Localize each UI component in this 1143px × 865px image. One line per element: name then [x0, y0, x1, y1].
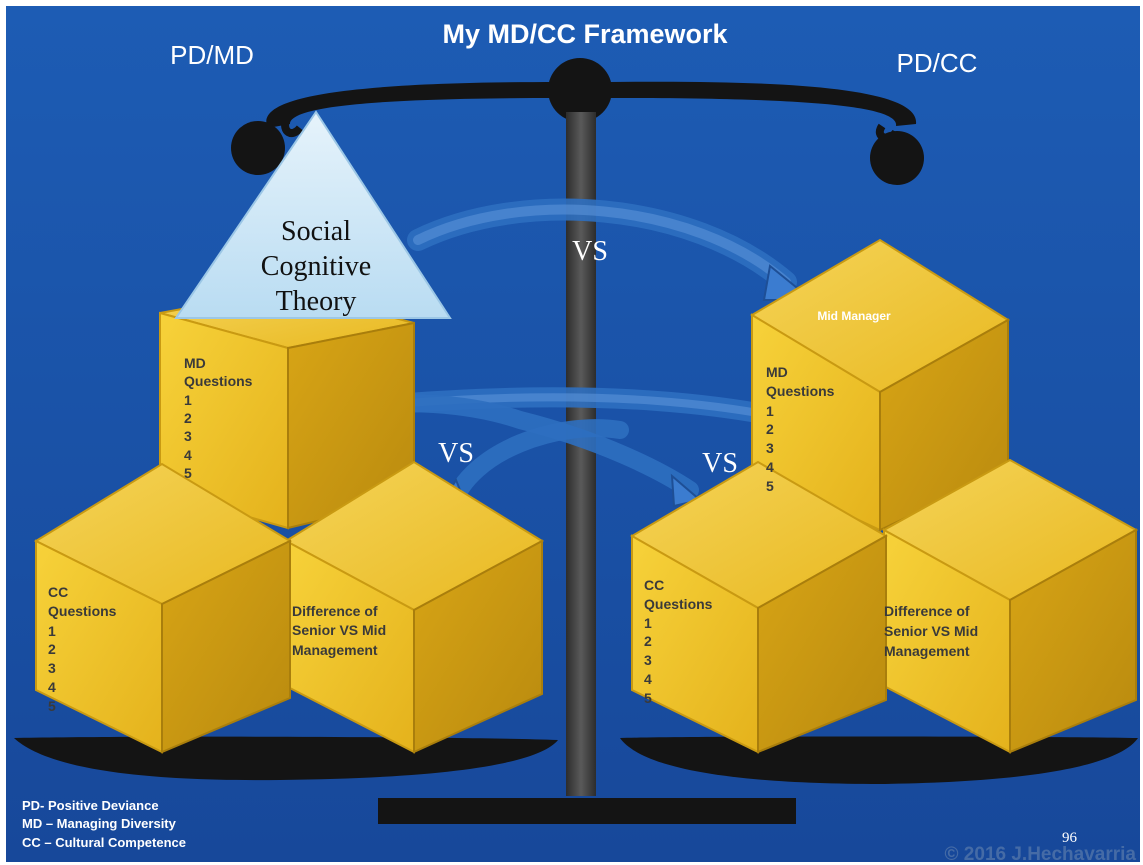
mid-manager-banner: Mid Manager [817, 309, 891, 323]
page-number: 96 [1062, 830, 1078, 846]
left-hanger-ball [231, 121, 285, 175]
right-cc-item-2: 2 [644, 633, 652, 649]
left-cc-item-1: 1 [48, 623, 56, 639]
legend-pd: PD- Positive Deviance [22, 798, 159, 813]
legend-md: MD – Managing Diversity [22, 816, 177, 831]
social-cognitive-theory-triangle [174, 110, 452, 319]
copyright-watermark: © 2016 J.Hechavarria [945, 844, 1137, 865]
left-md-item-5: 5 [184, 465, 192, 481]
diff-to-center-arrow [443, 419, 629, 515]
right-cc-item-1: 1 [644, 615, 652, 631]
left-cc-item-2: 2 [48, 641, 56, 657]
right-cc-cube [630, 460, 889, 754]
right-cc-heading-2: Questions [644, 596, 713, 612]
right-md-item-4: 4 [766, 459, 774, 475]
triangle-line-3: Theory [276, 286, 357, 317]
right-cc-item-3: 3 [644, 652, 652, 668]
triangle-line-1: Social [281, 216, 351, 247]
left-diff-line-1: Difference of [292, 603, 378, 619]
right-cc-heading-1: CC [644, 577, 664, 593]
right-diff-line-2: Senior VS Mid [884, 623, 978, 639]
legend-cc: CC – Cultural Competence [22, 835, 186, 850]
right-diff-line-1: Difference of [884, 603, 970, 619]
vs-label-left: VS [438, 438, 474, 469]
left-cc-heading-1: CC [48, 584, 68, 600]
triangle-line-2: Cognitive [261, 251, 371, 282]
left-md-heading-1: MD [184, 355, 206, 371]
right-cc-item-4: 4 [644, 671, 652, 687]
left-md-item-2: 2 [184, 410, 192, 426]
right-md-item-1: 1 [766, 403, 774, 419]
right-md-item-3: 3 [766, 440, 774, 456]
pole-base [378, 798, 796, 824]
left-cc-item-5: 5 [48, 698, 56, 714]
right-hanger-ball [870, 131, 924, 185]
left-cc-item-3: 3 [48, 660, 56, 676]
left-diff-line-3: Management [292, 642, 378, 658]
right-mid-manager-cube [750, 238, 1010, 532]
left-md-item-3: 3 [184, 428, 192, 444]
left-cc-cube [33, 462, 293, 754]
right-md-heading-2: Questions [766, 383, 835, 399]
right-difference-cube [881, 458, 1139, 754]
left-md-item-1: 1 [184, 392, 192, 408]
left-diff-line-2: Senior VS Mid [292, 622, 386, 638]
right-cc-item-5: 5 [644, 690, 652, 706]
slide-title: My MD/CC Framework [442, 19, 728, 49]
right-diff-line-3: Management [884, 643, 970, 659]
left-md-item-4: 4 [184, 447, 192, 463]
right-md-item-2: 2 [766, 421, 774, 437]
right-cube-stack [630, 238, 1139, 754]
left-difference-cube [284, 460, 544, 754]
left-md-heading-2: Questions [184, 373, 253, 389]
left-cc-item-4: 4 [48, 679, 56, 695]
left-heading: PD/MD [170, 40, 254, 70]
vs-label-right: VS [702, 448, 738, 479]
scale-pole [566, 112, 596, 796]
beam-pivot [548, 58, 612, 122]
vs-label-top: VS [572, 236, 608, 267]
left-cc-heading-2: Questions [48, 603, 117, 619]
left-cube-stack [33, 288, 544, 754]
right-md-heading-1: MD [766, 364, 788, 380]
right-md-item-5: 5 [766, 478, 774, 494]
right-heading: PD/CC [897, 48, 978, 78]
